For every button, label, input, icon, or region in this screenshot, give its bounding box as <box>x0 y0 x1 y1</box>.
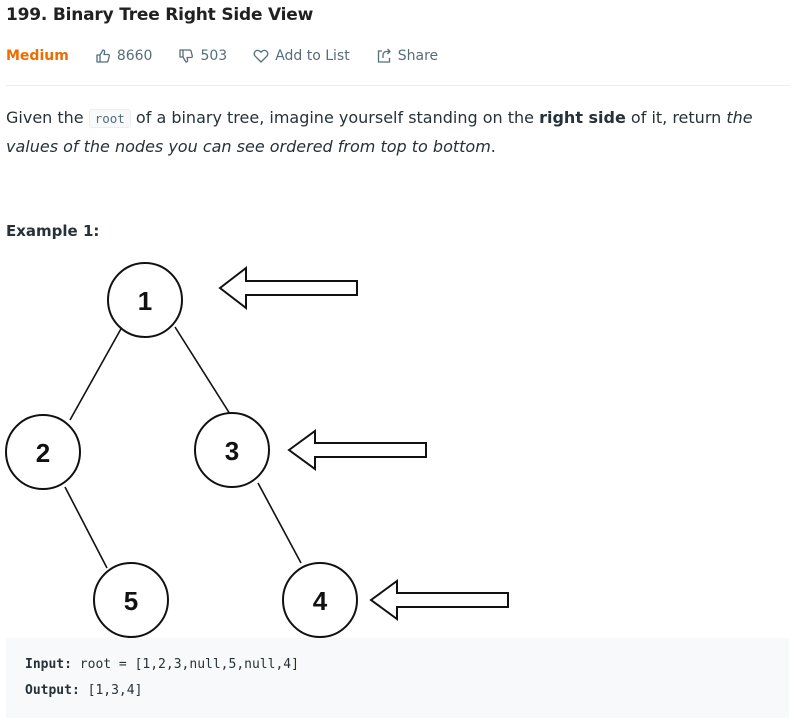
example-input-line: Input: root = [1,2,3,null,5,null,4] <box>25 657 299 672</box>
dislike-count: 503 <box>200 48 228 64</box>
tree-node-label: 2 <box>36 438 50 468</box>
share-label: Share <box>397 48 439 64</box>
arrow-left-icon <box>287 429 427 471</box>
input-value: root = [1,2,3,null,5,null,4] <box>71 657 299 672</box>
desc-italic: the values of the nodes you can see orde… <box>6 108 753 156</box>
tree-edge <box>257 482 302 564</box>
problem-description: Given the root of a binary tree, imagine… <box>6 104 795 161</box>
tree-node <box>107 262 183 338</box>
tree-edge <box>174 326 231 415</box>
difficulty-badge: Medium <box>6 48 69 64</box>
inline-code-root: root <box>88 109 131 128</box>
add-to-list-button[interactable]: Add to List <box>253 48 350 64</box>
tree-edge <box>64 486 108 569</box>
output-value: [1,3,4] <box>79 683 143 698</box>
tree-node <box>282 562 358 638</box>
heart-icon <box>253 49 269 63</box>
like-button[interactable]: 8660 <box>95 48 153 64</box>
output-label: Output: <box>25 683 80 698</box>
problem-title: 199. Binary Tree Right Side View <box>6 5 314 25</box>
tree-node-label: 5 <box>124 586 138 616</box>
tree-node <box>194 412 270 488</box>
desc-text: of a binary tree, imagine yourself stand… <box>130 108 540 127</box>
thumbs-down-icon <box>179 49 194 63</box>
example-output-line: Output: [1,3,4] <box>25 683 142 698</box>
tree-node <box>5 414 81 490</box>
share-button[interactable]: Share <box>376 48 438 64</box>
tree-node-label: 1 <box>138 286 152 316</box>
tree-node <box>93 562 169 638</box>
desc-text: of it, return <box>625 108 727 127</box>
example-title: Example 1: <box>6 222 100 240</box>
thumbs-up-icon <box>96 49 110 63</box>
arrow-left-icon <box>369 579 509 621</box>
like-count: 8660 <box>116 48 153 64</box>
dislike-button[interactable]: 503 <box>178 48 227 64</box>
tree-node-label: 4 <box>313 586 328 616</box>
input-label: Input: <box>25 657 72 672</box>
example-io-block: Input: root = [1,2,3,null,5,null,4] Outp… <box>6 638 789 718</box>
tree-node-label: 3 <box>225 436 239 466</box>
binary-tree-diagram: 1 2 3 5 4 <box>5 262 509 638</box>
add-to-list-label: Add to List <box>275 48 350 64</box>
tree-edge <box>69 326 123 421</box>
desc-text: . <box>490 137 496 156</box>
desc-text: Given the <box>6 108 89 127</box>
share-icon <box>377 48 391 63</box>
desc-bold: right side <box>539 108 626 127</box>
problem-meta-bar: Medium 8660 503 Add to List Share <box>6 46 464 66</box>
arrow-left-icon <box>218 265 358 311</box>
header-divider <box>6 85 789 86</box>
